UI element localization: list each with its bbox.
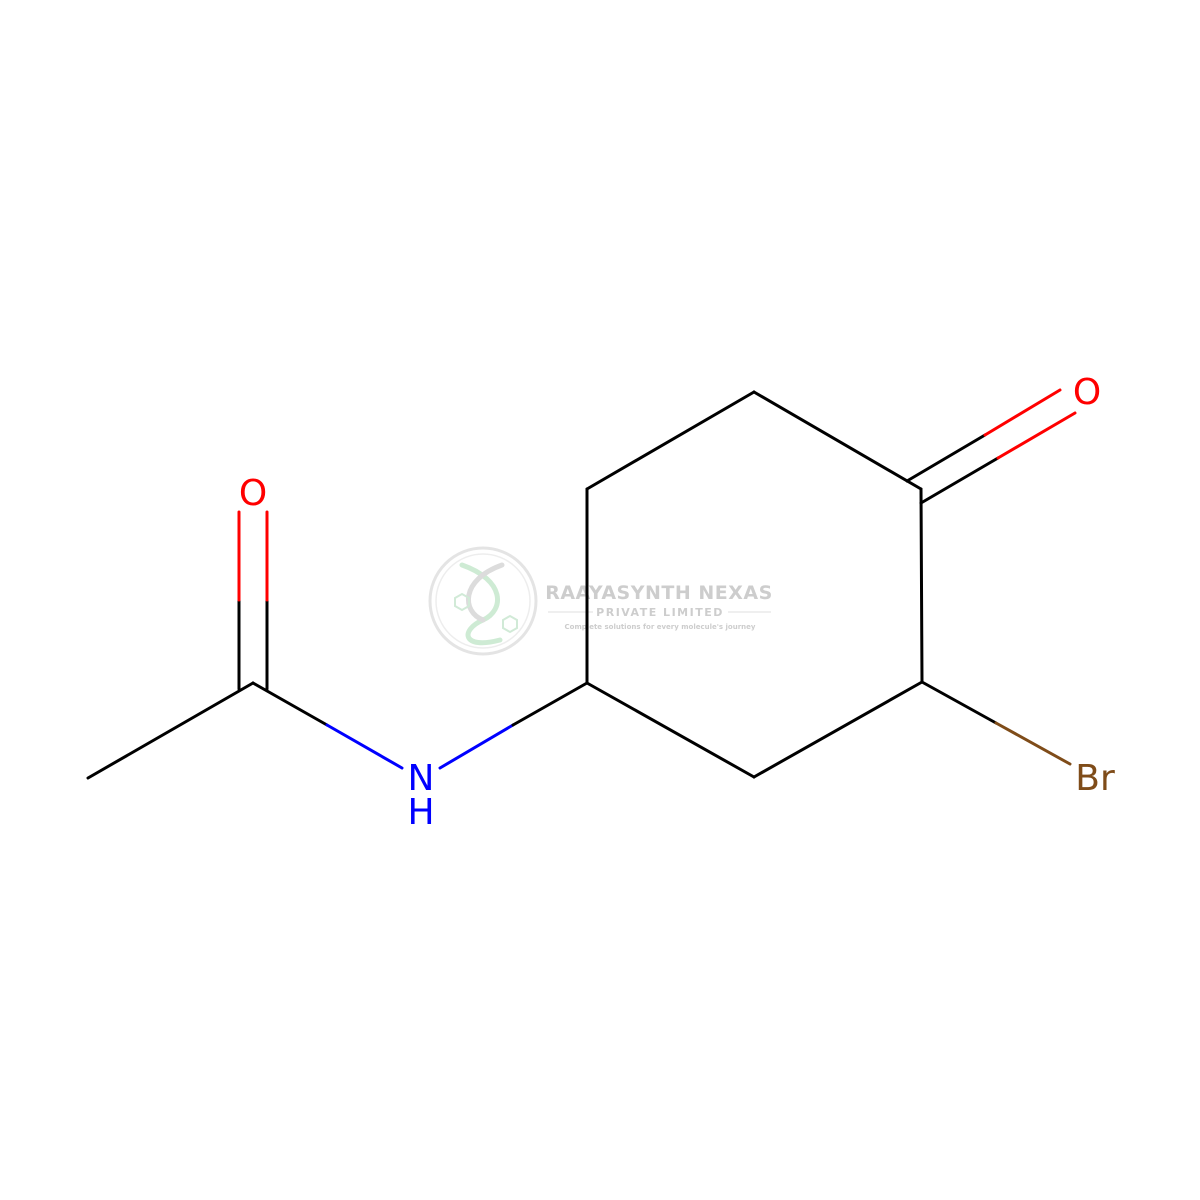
bond-ketone-co-lower-oxygen-half	[996, 411, 1077, 460]
ring-bond-c5-c4	[752, 390, 923, 491]
ring-bond-c2-c1	[585, 681, 756, 779]
watermark-hexagon-icon	[502, 614, 518, 634]
bond-ketone-co-lower-carbon-half	[919, 456, 1000, 505]
watermark-company-name: RAAYASYNTH NEXAS	[545, 582, 773, 604]
watermark-hexagon-icon	[454, 592, 470, 612]
bond-ketone-co-upper-carbon-half	[905, 433, 987, 483]
bond-methyl-carbonyl	[86, 681, 255, 780]
bonds	[86, 388, 1077, 780]
bond-carbonyl-nitrogen-nitrogen-half	[325, 723, 404, 770]
bond-nitrogen-ring-carbon-half	[511, 681, 589, 727]
bond-ketone-co-upper-oxygen-half	[983, 388, 1062, 437]
bond-carbon-bromine-bromine-half	[994, 721, 1072, 766]
atom-label-amide-nitrogen: N	[408, 758, 435, 799]
bond-carbonyl-nitrogen-carbon-half	[251, 681, 329, 727]
ring-bond-c4-c3	[919, 487, 924, 684]
bond-nitrogen-ring-nitrogen-half	[438, 723, 515, 770]
watermark-tagline: Complete solutions for every molecule's …	[565, 623, 756, 631]
watermark-subtitle: PRIVATE LIMITED	[596, 606, 724, 619]
atom-label-amide-hydrogen: H	[407, 792, 434, 833]
ring-bond-c6-c5	[585, 390, 756, 491]
watermark-outer-ring	[428, 546, 538, 656]
watermark-helix-strand-b	[466, 562, 505, 623]
watermark-logo: RAAYASYNTH NEXAS PRIVATE LIMITED Complet…	[428, 546, 773, 656]
bond-carbon-bromine-carbon-half	[920, 680, 998, 725]
atom-label-ketone-oxygen: O	[1073, 372, 1101, 413]
ring-bond-c3-c2	[752, 680, 924, 779]
atom-labels: O N H O Br	[239, 372, 1115, 833]
watermark-inner-ring	[435, 553, 531, 649]
atom-label-bromine: Br	[1075, 758, 1115, 799]
atom-label-acetyl-oxygen: O	[239, 473, 267, 514]
